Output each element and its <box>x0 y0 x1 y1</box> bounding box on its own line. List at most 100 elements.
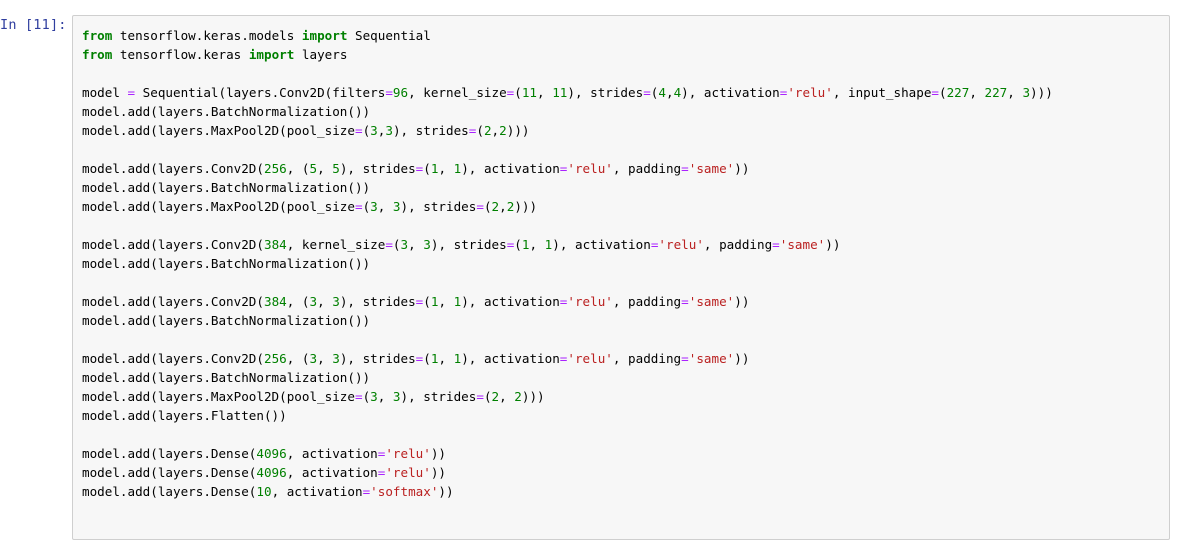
code-line[interactable]: model.add(layers.Conv2D(256, (3, 3), str… <box>82 349 1169 368</box>
code-token-num: 1 <box>430 294 439 309</box>
code-token-plain: , padding <box>612 294 682 309</box>
code-token-num: 3 <box>370 123 378 138</box>
code-token-plain: , <box>665 85 674 100</box>
code-line[interactable]: model.add(layers.Dense(4096, activation=… <box>82 463 1169 482</box>
code-line[interactable]: model.add(layers.BatchNormalization()) <box>82 102 1169 121</box>
code-token-op: = <box>506 85 515 100</box>
code-token-num: 256 <box>263 161 287 176</box>
code-token-plain: ))) <box>1030 85 1053 100</box>
code-token-plain: tensorflow.keras.models <box>112 28 302 43</box>
code-token-plain: )) <box>734 294 750 309</box>
code-token-plain: model <box>82 85 128 100</box>
code-token-op: = <box>377 446 386 461</box>
execution-count-prompt[interactable]: In [11]: <box>0 17 67 33</box>
code-input-area[interactable]: from tensorflow.keras.models import Sequ… <box>72 15 1170 540</box>
code-token-plain: model.add(layers.Dense( <box>82 484 257 499</box>
code-token-num: 3 <box>392 389 401 404</box>
code-token-plain: ( <box>392 237 401 252</box>
code-editor[interactable]: from tensorflow.keras.models import Sequ… <box>82 26 1169 539</box>
code-token-op: = <box>681 294 689 309</box>
code-line[interactable]: model.add(layers.Dense(10, activation='s… <box>82 482 1169 501</box>
code-token-op: = <box>931 85 939 100</box>
code-token-plain: , <box>377 389 393 404</box>
code-token-op: = <box>681 161 689 176</box>
code-line[interactable] <box>82 273 1169 292</box>
code-token-plain: , padding <box>612 161 682 176</box>
code-token-num: 3 <box>309 294 318 309</box>
code-line[interactable]: model.add(layers.MaxPool2D(pool_size=(3,… <box>82 387 1169 406</box>
code-token-plain: , <box>438 351 454 366</box>
code-line[interactable]: model.add(layers.Conv2D(384, kernel_size… <box>82 235 1169 254</box>
code-line[interactable] <box>82 216 1169 235</box>
code-token-num: 3 <box>385 123 393 138</box>
code-line[interactable]: model.add(layers.MaxPool2D(pool_size=(3,… <box>82 197 1169 216</box>
code-token-op: = <box>643 85 651 100</box>
code-token-plain: , activation <box>271 484 363 499</box>
code-token-num: 3 <box>370 389 378 404</box>
code-line[interactable]: model.add(layers.Dense(4096, activation=… <box>82 444 1169 463</box>
code-token-plain: , <box>377 199 393 214</box>
code-token-plain: ))) <box>514 199 538 214</box>
code-line[interactable]: model.add(layers.Flatten()) <box>82 406 1169 425</box>
code-token-plain: , <box>491 123 500 138</box>
code-token-op: = <box>354 389 363 404</box>
code-token-num: 5 <box>332 161 340 176</box>
code-token-op: = <box>385 85 393 100</box>
code-token-plain: ( <box>483 199 492 214</box>
code-token-num: 2 <box>491 389 500 404</box>
code-token-num: 3 <box>309 351 318 366</box>
code-token-plain: ))) <box>506 123 530 138</box>
code-line[interactable]: model.add(layers.BatchNormalization()) <box>82 368 1169 387</box>
code-token-plain: , <box>499 199 507 214</box>
code-token-num: 227 <box>946 85 970 100</box>
code-token-num: 3 <box>423 237 431 252</box>
code-line[interactable]: model.add(layers.MaxPool2D(pool_size=(3,… <box>82 121 1169 140</box>
code-token-plain: model.add(layers.BatchNormalization()) <box>82 180 371 195</box>
code-token-plain: ( <box>476 123 484 138</box>
code-token-op: = <box>559 161 568 176</box>
code-token-str: 'relu' <box>385 446 431 461</box>
code-token-plain: , kernel_size <box>408 85 507 100</box>
code-token-plain: ), strides <box>567 85 644 100</box>
code-token-plain: , <box>317 351 333 366</box>
code-token-plain: , ( <box>286 161 310 176</box>
code-token-str: 'relu' <box>658 237 704 252</box>
code-token-str: 'relu' <box>385 465 431 480</box>
code-token-plain: model.add(layers.MaxPool2D(pool_size <box>82 389 355 404</box>
code-token-plain: , kernel_size <box>286 237 386 252</box>
code-token-plain: ), strides <box>339 351 416 366</box>
code-line[interactable]: model.add(layers.BatchNormalization()) <box>82 311 1169 330</box>
code-line[interactable]: model.add(layers.Conv2D(384, (3, 3), str… <box>82 292 1169 311</box>
code-token-plain: , activation <box>286 446 378 461</box>
code-token-op: = <box>476 389 484 404</box>
code-token-plain: , <box>317 161 333 176</box>
code-token-num: 3 <box>400 237 409 252</box>
code-line[interactable]: model = Sequential(layers.Conv2D(filters… <box>82 83 1169 102</box>
code-token-str: 'same' <box>688 161 735 176</box>
code-line[interactable] <box>82 64 1169 83</box>
code-token-op: = <box>468 123 477 138</box>
code-line[interactable]: from tensorflow.keras import layers <box>82 45 1169 64</box>
code-token-num: 3 <box>332 351 340 366</box>
code-line[interactable] <box>82 425 1169 444</box>
code-token-op: = <box>415 161 424 176</box>
code-token-plain: , input_shape <box>832 85 932 100</box>
code-line[interactable] <box>82 140 1169 159</box>
code-token-num: 1 <box>430 351 439 366</box>
code-token-plain: ), strides <box>400 389 477 404</box>
code-line[interactable]: model.add(layers.BatchNormalization()) <box>82 178 1169 197</box>
code-token-plain: ( <box>514 85 522 100</box>
code-token-kw: from <box>82 28 113 43</box>
code-token-plain: ( <box>423 351 431 366</box>
code-token-plain: ( <box>362 123 371 138</box>
code-line[interactable] <box>82 330 1169 349</box>
code-line[interactable]: from tensorflow.keras.models import Sequ… <box>82 26 1169 45</box>
code-token-op: = <box>559 294 568 309</box>
code-token-num: 2 <box>506 199 515 214</box>
code-token-plain: model.add(layers.BatchNormalization()) <box>82 313 371 328</box>
code-token-num: 2 <box>483 123 492 138</box>
code-line[interactable]: model.add(layers.Conv2D(256, (5, 5), str… <box>82 159 1169 178</box>
code-line[interactable]: model.add(layers.BatchNormalization()) <box>82 254 1169 273</box>
code-token-plain: ), strides <box>339 161 416 176</box>
